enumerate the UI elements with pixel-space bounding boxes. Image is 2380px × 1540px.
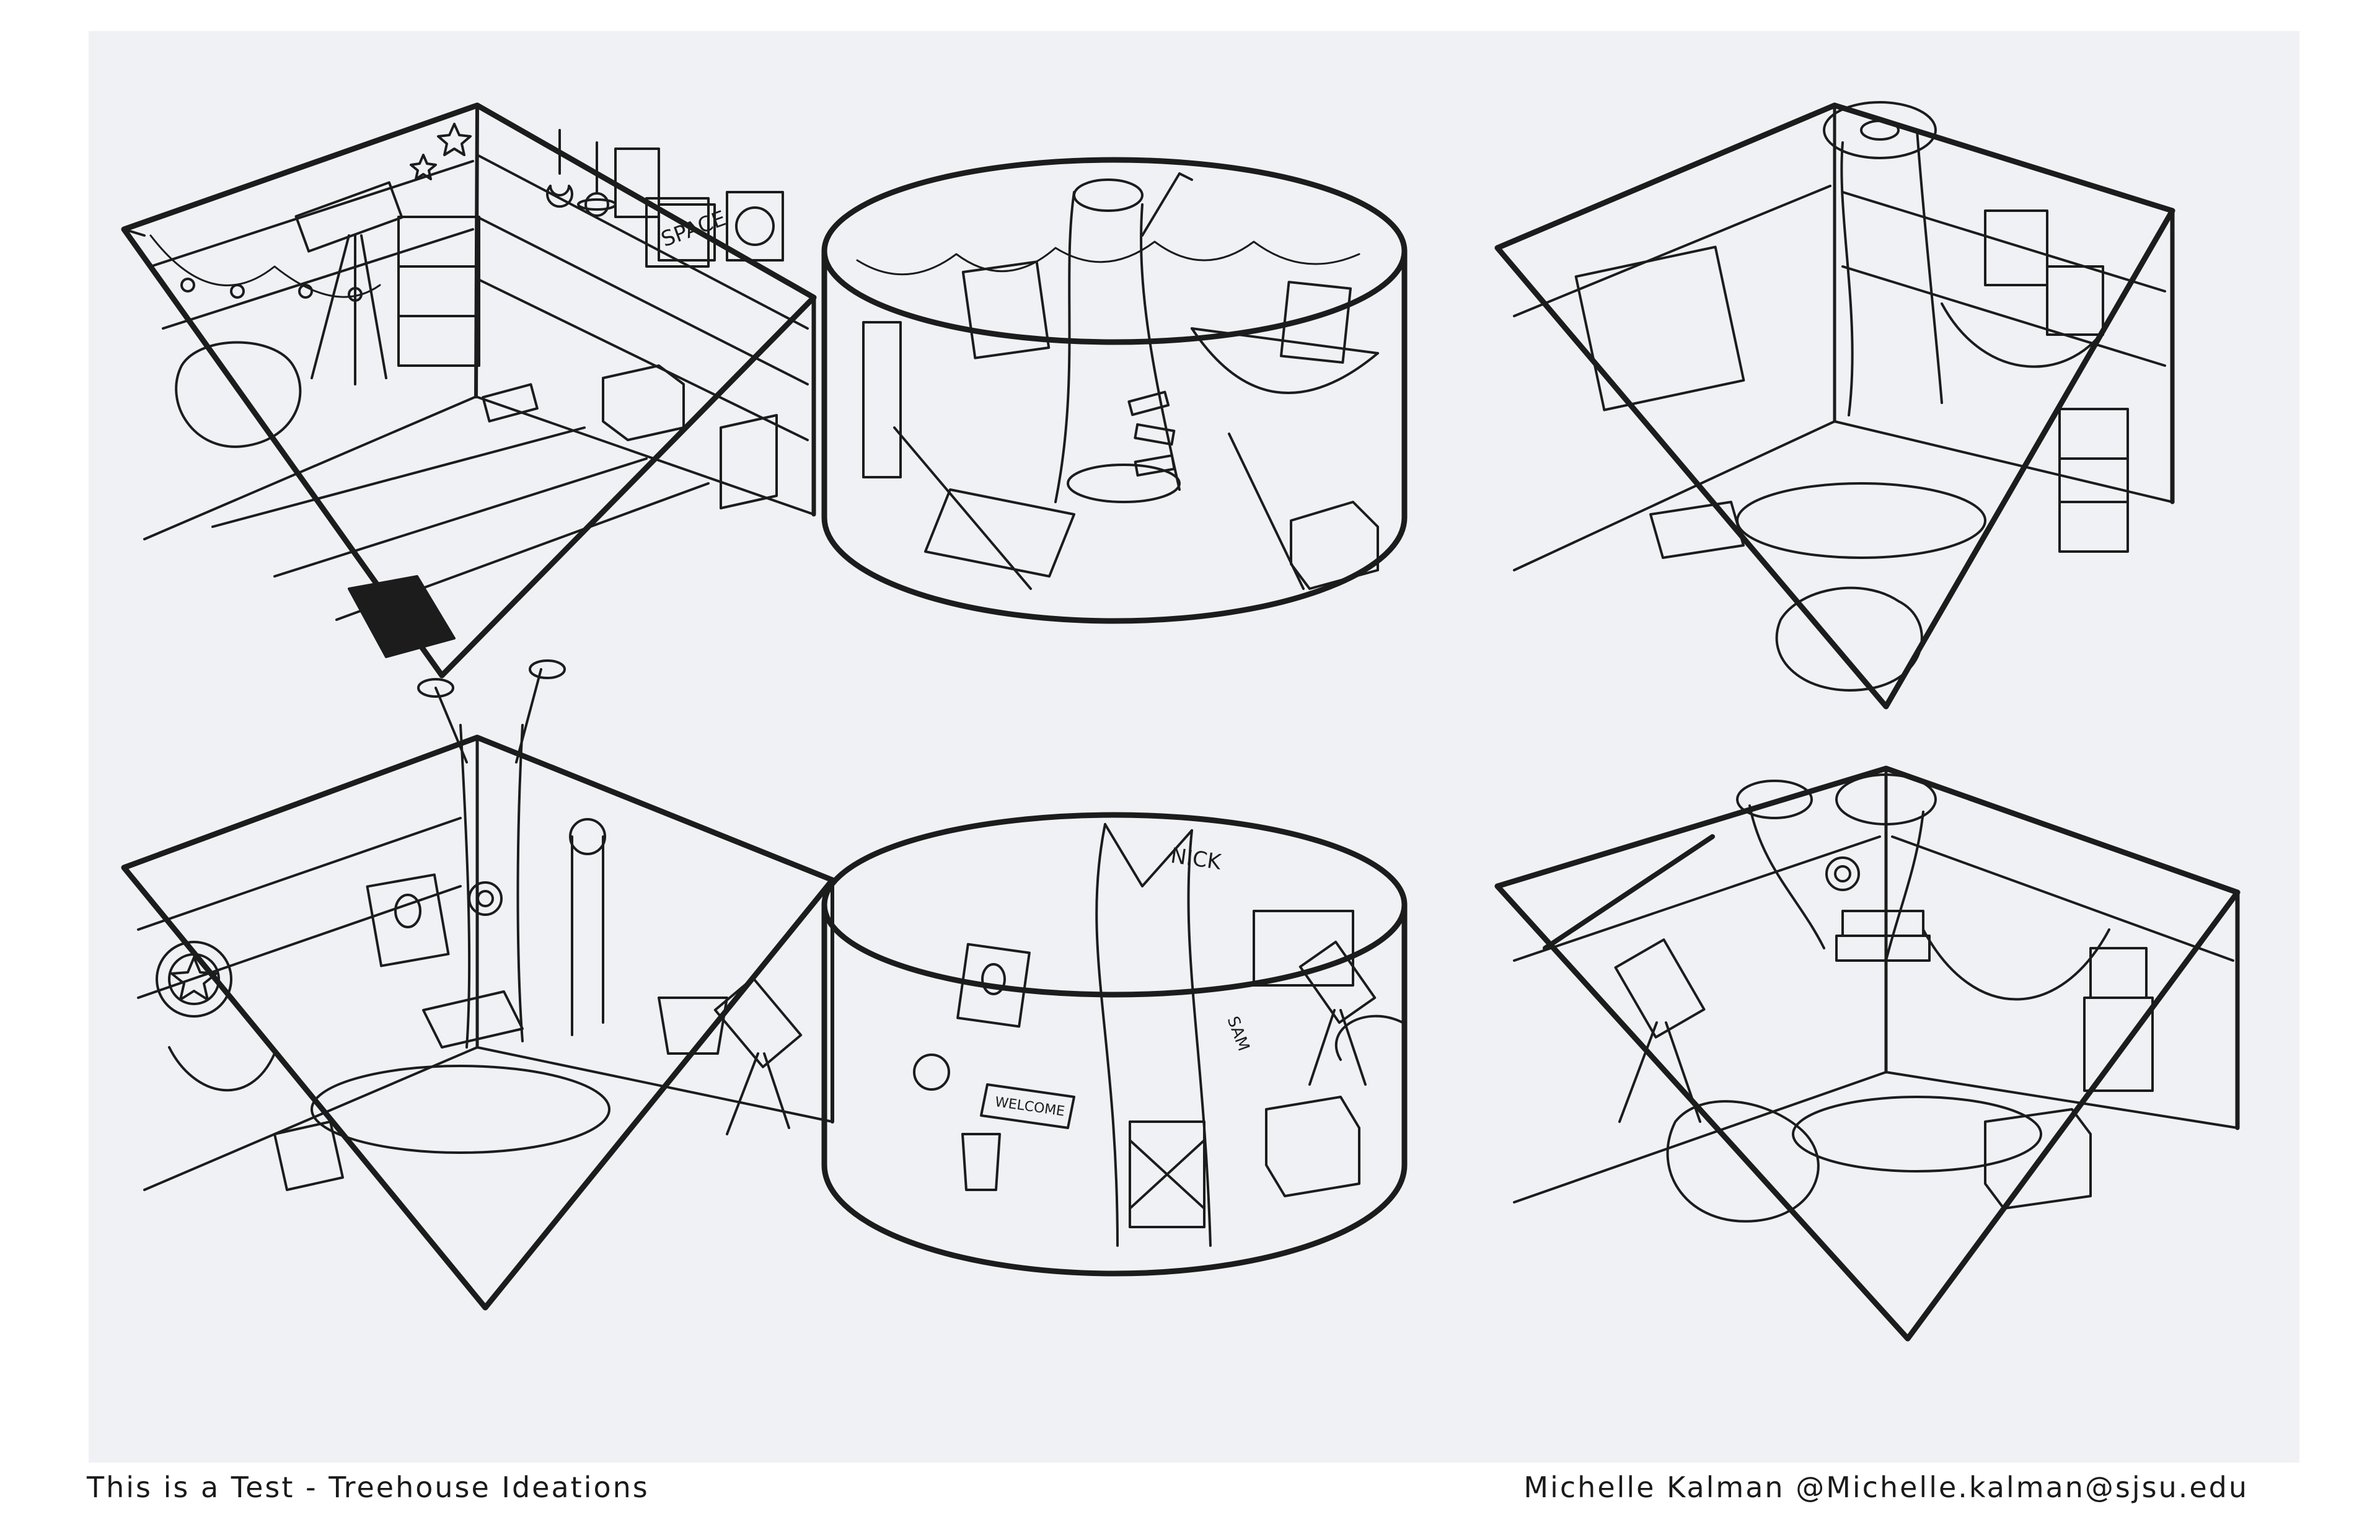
sam-carving: SAM <box>1223 1014 1253 1054</box>
svg-text:NICK: NICK <box>1169 843 1223 875</box>
sheet-title: This is a Test - Treehouse Ideations <box>87 1471 650 1504</box>
room-4-star-shield-room <box>121 659 835 1311</box>
room-1-space-corner <box>121 102 817 679</box>
sketch-sheet: SPACE <box>89 31 2299 1463</box>
room-2-round-tree-room <box>821 157 1408 624</box>
svg-text:SAM: SAM <box>1223 1014 1253 1054</box>
room-5-round-name-tree-room <box>821 812 1408 1277</box>
svg-text:WELCOME: WELCOME <box>994 1094 1066 1120</box>
room-3-hammock-room <box>1494 101 2175 710</box>
nick-carving: NICK <box>1169 843 1223 875</box>
room-6-hammock-telescope-room <box>1494 765 2241 1342</box>
welcome-mat: WELCOME <box>980 1083 1075 1129</box>
artist-credit: Michelle Kalman @Michelle.kalman@sjsu.ed… <box>1523 1471 2249 1504</box>
